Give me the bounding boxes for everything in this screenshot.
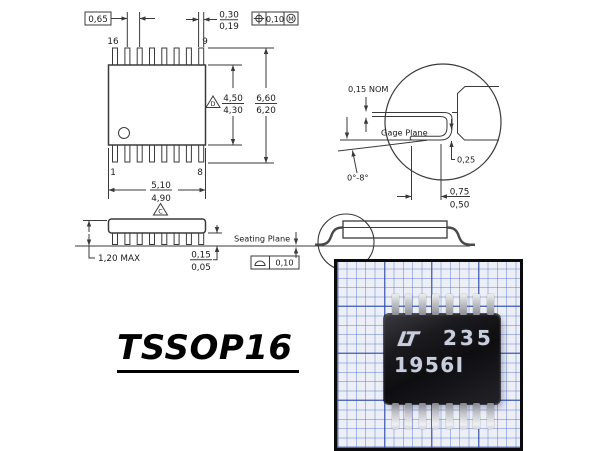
pin-8-label: 8 [197, 168, 203, 178]
top-view: 16 9 1 8 [107, 37, 207, 178]
right-lead [446, 226, 475, 246]
pin-16-label: 16 [107, 37, 119, 47]
seating-plane-symbol-icon [254, 260, 266, 266]
note-flag-d [205, 95, 221, 108]
gage-plane-label: Gage Plane [381, 128, 428, 138]
chip-pin [459, 294, 467, 315]
chip-pin [486, 294, 494, 315]
side-view [75, 218, 470, 247]
body-length-min: 4,30 [223, 106, 243, 116]
pin-1-label: 1 [110, 168, 116, 178]
chip-pin [459, 403, 467, 429]
chip-pin [418, 294, 426, 315]
chip-marking-line1: 235 [443, 326, 494, 350]
chip-pin [473, 403, 481, 429]
standoff-max: 0,15 [191, 251, 211, 261]
body-corner [457, 86, 499, 141]
chip-marking-line2: 1956I [394, 353, 465, 377]
position-symbol-icon [253, 13, 265, 24]
mmc-symbol-icon: M [286, 13, 296, 24]
standoff-dimension: 0,15 0,05 [190, 225, 222, 273]
foot-length-max: 0,75 [450, 188, 470, 198]
package-body-side [107, 218, 207, 234]
overall-width-min: 6,20 [256, 106, 276, 116]
height-dimension: 1,20 MAX [83, 220, 140, 264]
foot-length-min: 0,50 [450, 201, 470, 211]
tip-offset: 0,25 [457, 155, 475, 165]
standoff-min: 0,05 [191, 263, 211, 273]
body-width-dimension: 5,10 4,90 C [108, 148, 206, 216]
lt-logo: LT [395, 327, 418, 351]
lead-detail-view: 0,15 NOM Gage Plane 0,25 0°-8° 0,75 0,50 [337, 63, 502, 211]
package-name-title: TSSOP16 [117, 328, 299, 373]
chip-pin [432, 294, 440, 315]
chip-pin [432, 403, 440, 429]
true-position-frame: 0,10 M [251, 11, 299, 26]
lead-width-dimension: 0,30 0,19 [186, 11, 239, 47]
position-tolerance: 0,10 [266, 14, 284, 24]
lead-thickness: 0,15 NOM [348, 84, 388, 94]
lead-width-max: 0,30 [219, 11, 239, 21]
note-flag-c [152, 202, 169, 216]
left-lead [315, 226, 344, 246]
chip-pin [405, 403, 413, 429]
pin1-marker [118, 127, 130, 139]
chip-pin [473, 294, 481, 315]
seating-plane-callout: Seating Plane 0,10 [234, 232, 300, 270]
lead-width-min: 0,19 [219, 22, 239, 32]
seating-plane-label: Seating Plane [234, 234, 290, 244]
overall-width-max: 6,60 [256, 94, 276, 104]
chip-pin [445, 294, 453, 315]
end-view [315, 213, 475, 271]
body-width-min: 4,90 [151, 194, 171, 204]
chip-body: LT 235 1956I [384, 314, 500, 404]
pin-9-label: 9 [202, 37, 208, 47]
foot-angle: 0°-8° [347, 173, 369, 183]
package-body [107, 64, 207, 146]
chip-photo: LT 235 1956I [334, 259, 523, 451]
body-length-max: 4,50 [223, 94, 243, 104]
coplanarity-value: 0,10 [275, 258, 293, 268]
overall-width-dimension: 6,60 6,20 [208, 47, 277, 164]
height-max: 1,20 MAX [98, 254, 140, 264]
chip-pin [391, 294, 399, 315]
body-length-dimension: D 4,50 4,30 [205, 64, 244, 146]
chip-pin [418, 403, 426, 429]
chip-pin [405, 294, 413, 315]
chip-pin [391, 403, 399, 429]
body-width-max: 5,10 [151, 181, 171, 191]
chip-pin [445, 403, 453, 429]
svg-text:M: M [288, 15, 294, 23]
chip-pin [486, 403, 494, 429]
svg-text:D: D [211, 100, 216, 108]
svg-text:C: C [158, 208, 163, 216]
pitch-value: 0,65 [88, 15, 108, 25]
pitch-dimension: 0,65 [84, 11, 155, 47]
